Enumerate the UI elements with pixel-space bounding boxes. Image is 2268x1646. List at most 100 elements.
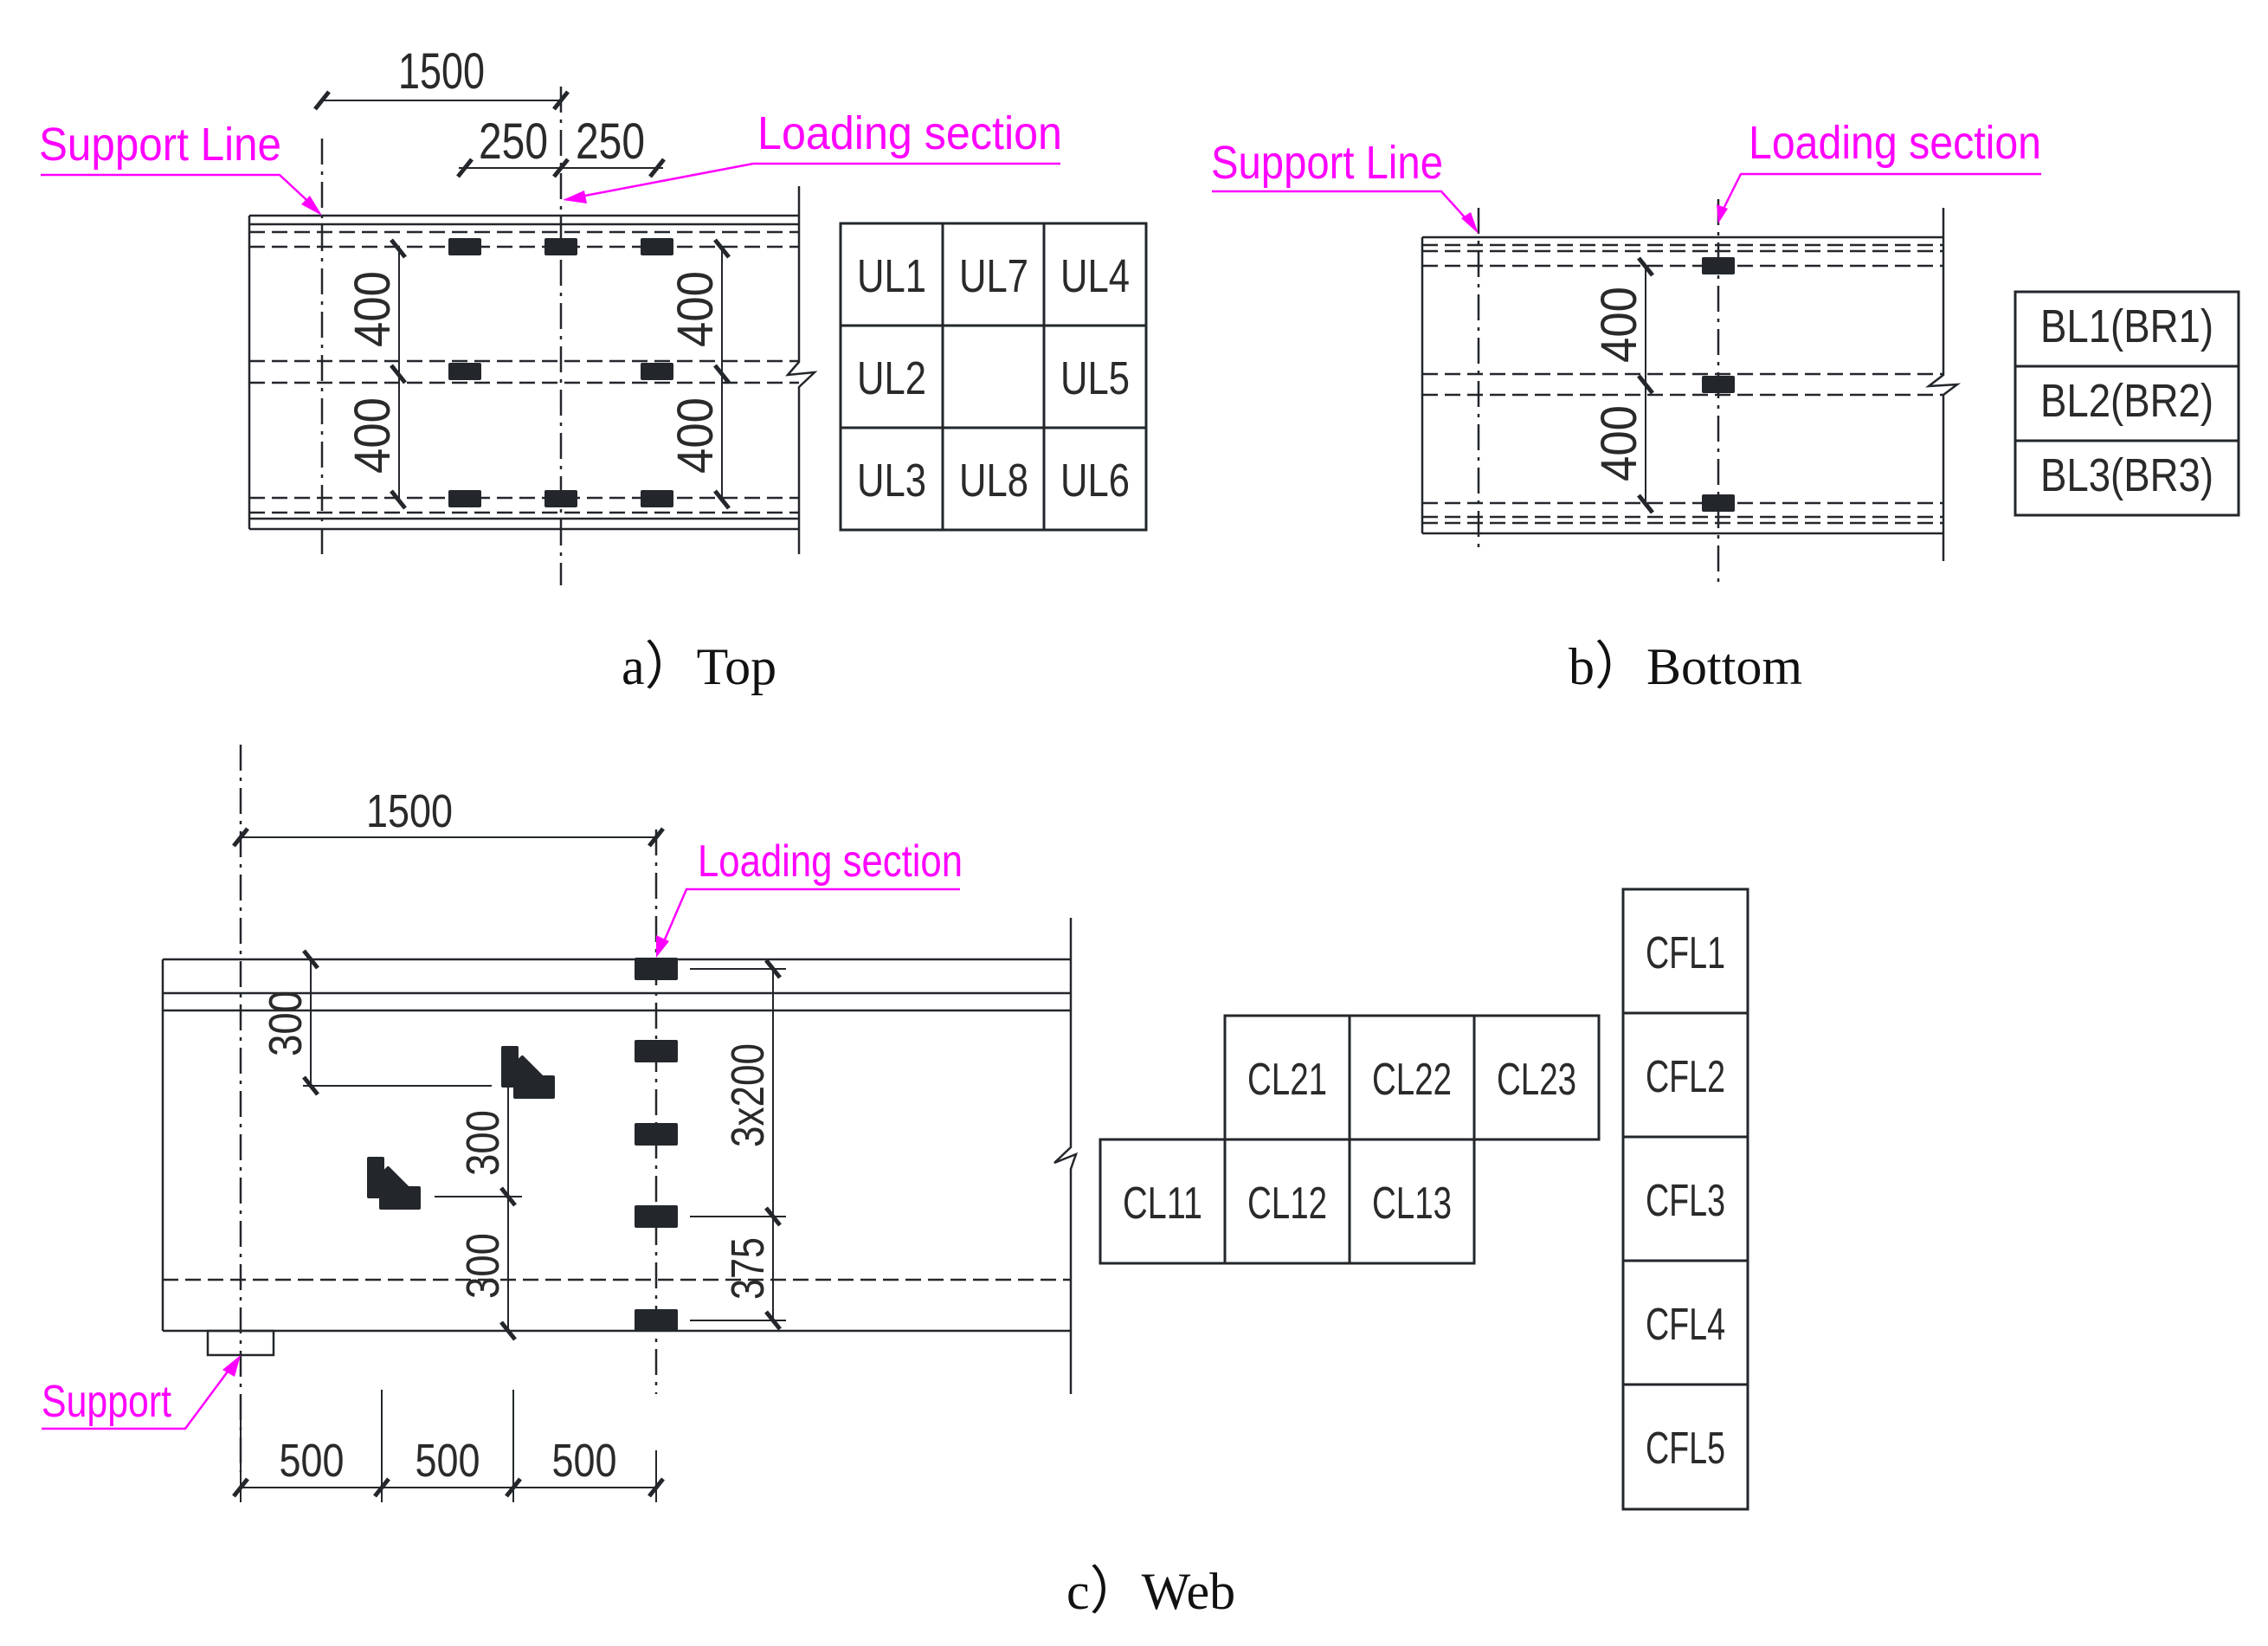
- top-flange-plan: [248, 186, 818, 554]
- arrow-icon: [563, 190, 587, 203]
- dim-label: 250: [479, 113, 548, 170]
- arrow-icon: [1461, 212, 1479, 234]
- table-cell-label: CL13: [1372, 1178, 1452, 1229]
- table-cell-label: UL3: [857, 455, 926, 507]
- dim-bottom-vertical: 400 400: [1591, 256, 1654, 514]
- gauge-BL3: [1702, 494, 1735, 512]
- loading-section-callout: Loading section: [563, 107, 1062, 203]
- table-cell-label: BL1(BR1): [2040, 300, 2213, 352]
- gauge-UL1: [448, 238, 481, 255]
- top-gauges: [448, 238, 673, 507]
- dim-label: 300: [457, 1110, 509, 1176]
- dim-label: 500: [416, 1435, 480, 1487]
- dim-label: 375: [722, 1237, 774, 1300]
- gauge-CFL5: [635, 1309, 678, 1332]
- dim-span-1500: 1500: [313, 43, 570, 111]
- arrow-icon: [1717, 204, 1728, 223]
- gauge-CFL2: [635, 1040, 678, 1062]
- loading-section-callout: Loading section: [656, 836, 963, 958]
- loading-section-label: Loading section: [698, 836, 963, 887]
- caption-web: c）Web: [1066, 1563, 1235, 1620]
- arrow-icon: [656, 935, 669, 958]
- dim-label: 300: [260, 991, 312, 1056]
- rosette-diagonal-gauge: [377, 1166, 409, 1199]
- break-line: [1053, 918, 1079, 1394]
- loading-section-label: Loading section: [757, 107, 1062, 159]
- arrow-icon: [222, 1355, 241, 1377]
- table-cell-label: CFL1: [1646, 928, 1725, 978]
- dim-label: 400: [345, 397, 401, 474]
- gauge-UL8: [544, 490, 577, 507]
- break-line: [785, 186, 818, 554]
- gauge-UL5: [641, 363, 673, 380]
- bottom-flange-plan: [1421, 208, 1962, 561]
- dim-label: 400: [667, 271, 724, 347]
- panel-top: 1500 250 250 400 400 400 400: [39, 43, 1148, 695]
- table-cell-label: CL12: [1247, 1178, 1327, 1229]
- break-line: [1924, 208, 1962, 561]
- cl-rosette-table: CL21 CL22 CL23 CL11 CL12 CL13: [1099, 1014, 1601, 1265]
- gauge-CFL3: [635, 1123, 678, 1146]
- gauge-CFL4: [635, 1205, 678, 1228]
- dim-label: 1500: [366, 785, 453, 837]
- dim-rosette-vertical: 300 300: [435, 1086, 522, 1341]
- panel-web: 1500 300 300 300: [42, 745, 1749, 1620]
- dim-label: 500: [552, 1435, 617, 1487]
- rosette-diagonal-gauge: [511, 1055, 544, 1088]
- dim-offset-250: 250 250: [456, 113, 666, 178]
- rosette-horizontal-gauge: [513, 1075, 555, 1099]
- dim-label: 400: [667, 397, 724, 474]
- dim-web-gauges: 3x200 375: [690, 959, 786, 1331]
- dim-label: 500: [280, 1435, 345, 1487]
- support-line-callout: Support Line: [39, 119, 322, 216]
- support-line-label: Support Line: [39, 119, 281, 171]
- table-cell-label: UL2: [857, 352, 926, 404]
- dim-rosette-top: 300: [260, 949, 492, 1096]
- gauge-UL7: [544, 238, 577, 255]
- dim-label: 1500: [398, 43, 485, 100]
- dim-label: 400: [345, 271, 401, 347]
- dim-label: 3x200: [722, 1043, 774, 1147]
- table-cell-label: BL2(BR2): [2040, 375, 2213, 427]
- web-gauges: [635, 958, 678, 1332]
- gauge-UL4: [641, 238, 673, 255]
- rosette-CL1: [367, 1157, 421, 1210]
- gauge-UL3: [448, 490, 481, 507]
- table-cell-label: CL21: [1247, 1055, 1327, 1105]
- dim-right-vertical: 400 400: [667, 238, 731, 510]
- support-label: Support: [42, 1377, 171, 1427]
- dim-label: 250: [576, 113, 645, 170]
- table-cell-label: CL23: [1497, 1055, 1576, 1105]
- dim-label: 400: [1591, 405, 1647, 481]
- table-cell-label: CFL2: [1646, 1052, 1725, 1102]
- caption-bottom: b）Bottom: [1569, 638, 1802, 695]
- dim-label: 300: [457, 1233, 509, 1299]
- table-cell-label: CL22: [1372, 1055, 1452, 1105]
- web-elevation: [161, 918, 1079, 1394]
- dim-bottom-segments: 500 500 500: [232, 1390, 665, 1502]
- loading-section-callout: Loading section: [1717, 117, 2041, 223]
- support-line-label: Support Line: [1211, 137, 1443, 189]
- loading-section-label: Loading section: [1749, 117, 2041, 169]
- table-cell-label: UL4: [1060, 250, 1130, 302]
- table-cell-label: BL3(BR3): [2040, 449, 2213, 501]
- bottom-gauges: [1702, 257, 1735, 512]
- table-cell-label: CFL4: [1646, 1300, 1725, 1350]
- panel-bottom: 400 400 Support Line Loading section BL1…: [1211, 117, 2240, 695]
- table-cell-label: CFL3: [1646, 1176, 1725, 1226]
- gauge-BL2: [1702, 376, 1735, 393]
- arrow-icon: [301, 196, 322, 216]
- support-callout: Support: [42, 1355, 241, 1430]
- rosette-CL2: [501, 1046, 555, 1099]
- table-cell-label: CL11: [1123, 1178, 1202, 1229]
- rosette-horizontal-gauge: [379, 1186, 421, 1210]
- gauge-BL1: [1702, 257, 1735, 274]
- ul-gauge-table: UL1 UL7 UL4 UL2 UL5 UL3 UL8 UL6: [839, 222, 1148, 532]
- gauge-UL6: [641, 490, 673, 507]
- table-cell-label: UL5: [1060, 352, 1130, 404]
- gauge-UL2: [448, 363, 481, 380]
- table-cell-label: CFL5: [1646, 1423, 1725, 1474]
- cfl-gauge-table: CFL1 CFL2 CFL3 CFL4 CFL5: [1621, 888, 1749, 1511]
- table-cell-label: UL7: [959, 250, 1028, 302]
